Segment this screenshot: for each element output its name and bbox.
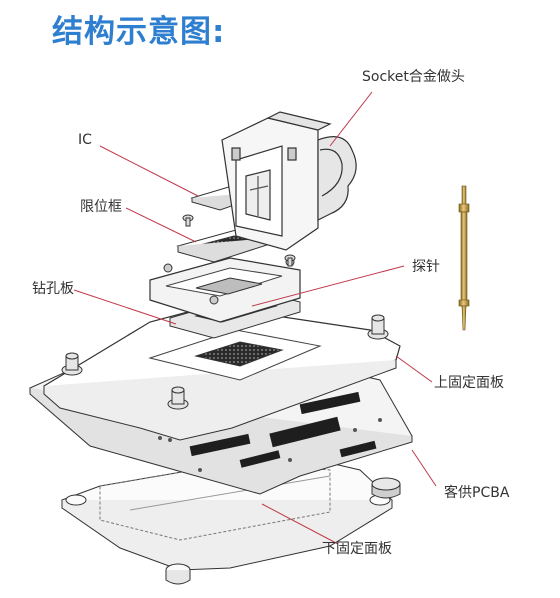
lower-fixed-plate <box>60 455 393 585</box>
leader-lower-plate <box>261 503 339 545</box>
page-title: 结构示意图: <box>52 14 226 50</box>
label-lower-plate: 下固定面板 <box>322 541 392 557</box>
leader-ic <box>99 145 199 197</box>
leader-pcba <box>411 449 437 487</box>
label-drill-plate: 钻孔板 <box>32 281 74 297</box>
screw-parts <box>182 214 296 267</box>
leader-lines <box>73 91 437 545</box>
socket-alloy-head <box>221 111 357 251</box>
label-upper-plate: 上固定面板 <box>434 375 504 391</box>
label-probe: 探针 <box>412 259 440 275</box>
leader-drill-plate <box>73 289 177 325</box>
leader-upper-plate <box>395 355 433 383</box>
leader-probe <box>251 265 405 307</box>
probe-pin <box>458 185 470 331</box>
label-socket: Socket合金做头 <box>362 69 465 85</box>
label-customer-pcba: 客供PCBA <box>444 485 510 501</box>
leader-limit-frame <box>125 207 197 243</box>
leader-socket <box>329 91 373 147</box>
label-limit-frame: 限位框 <box>80 199 122 215</box>
upper-fixed-plate <box>42 305 401 441</box>
pcba-feet <box>371 477 401 499</box>
label-ic: IC <box>78 132 92 148</box>
probe-base <box>149 257 301 323</box>
